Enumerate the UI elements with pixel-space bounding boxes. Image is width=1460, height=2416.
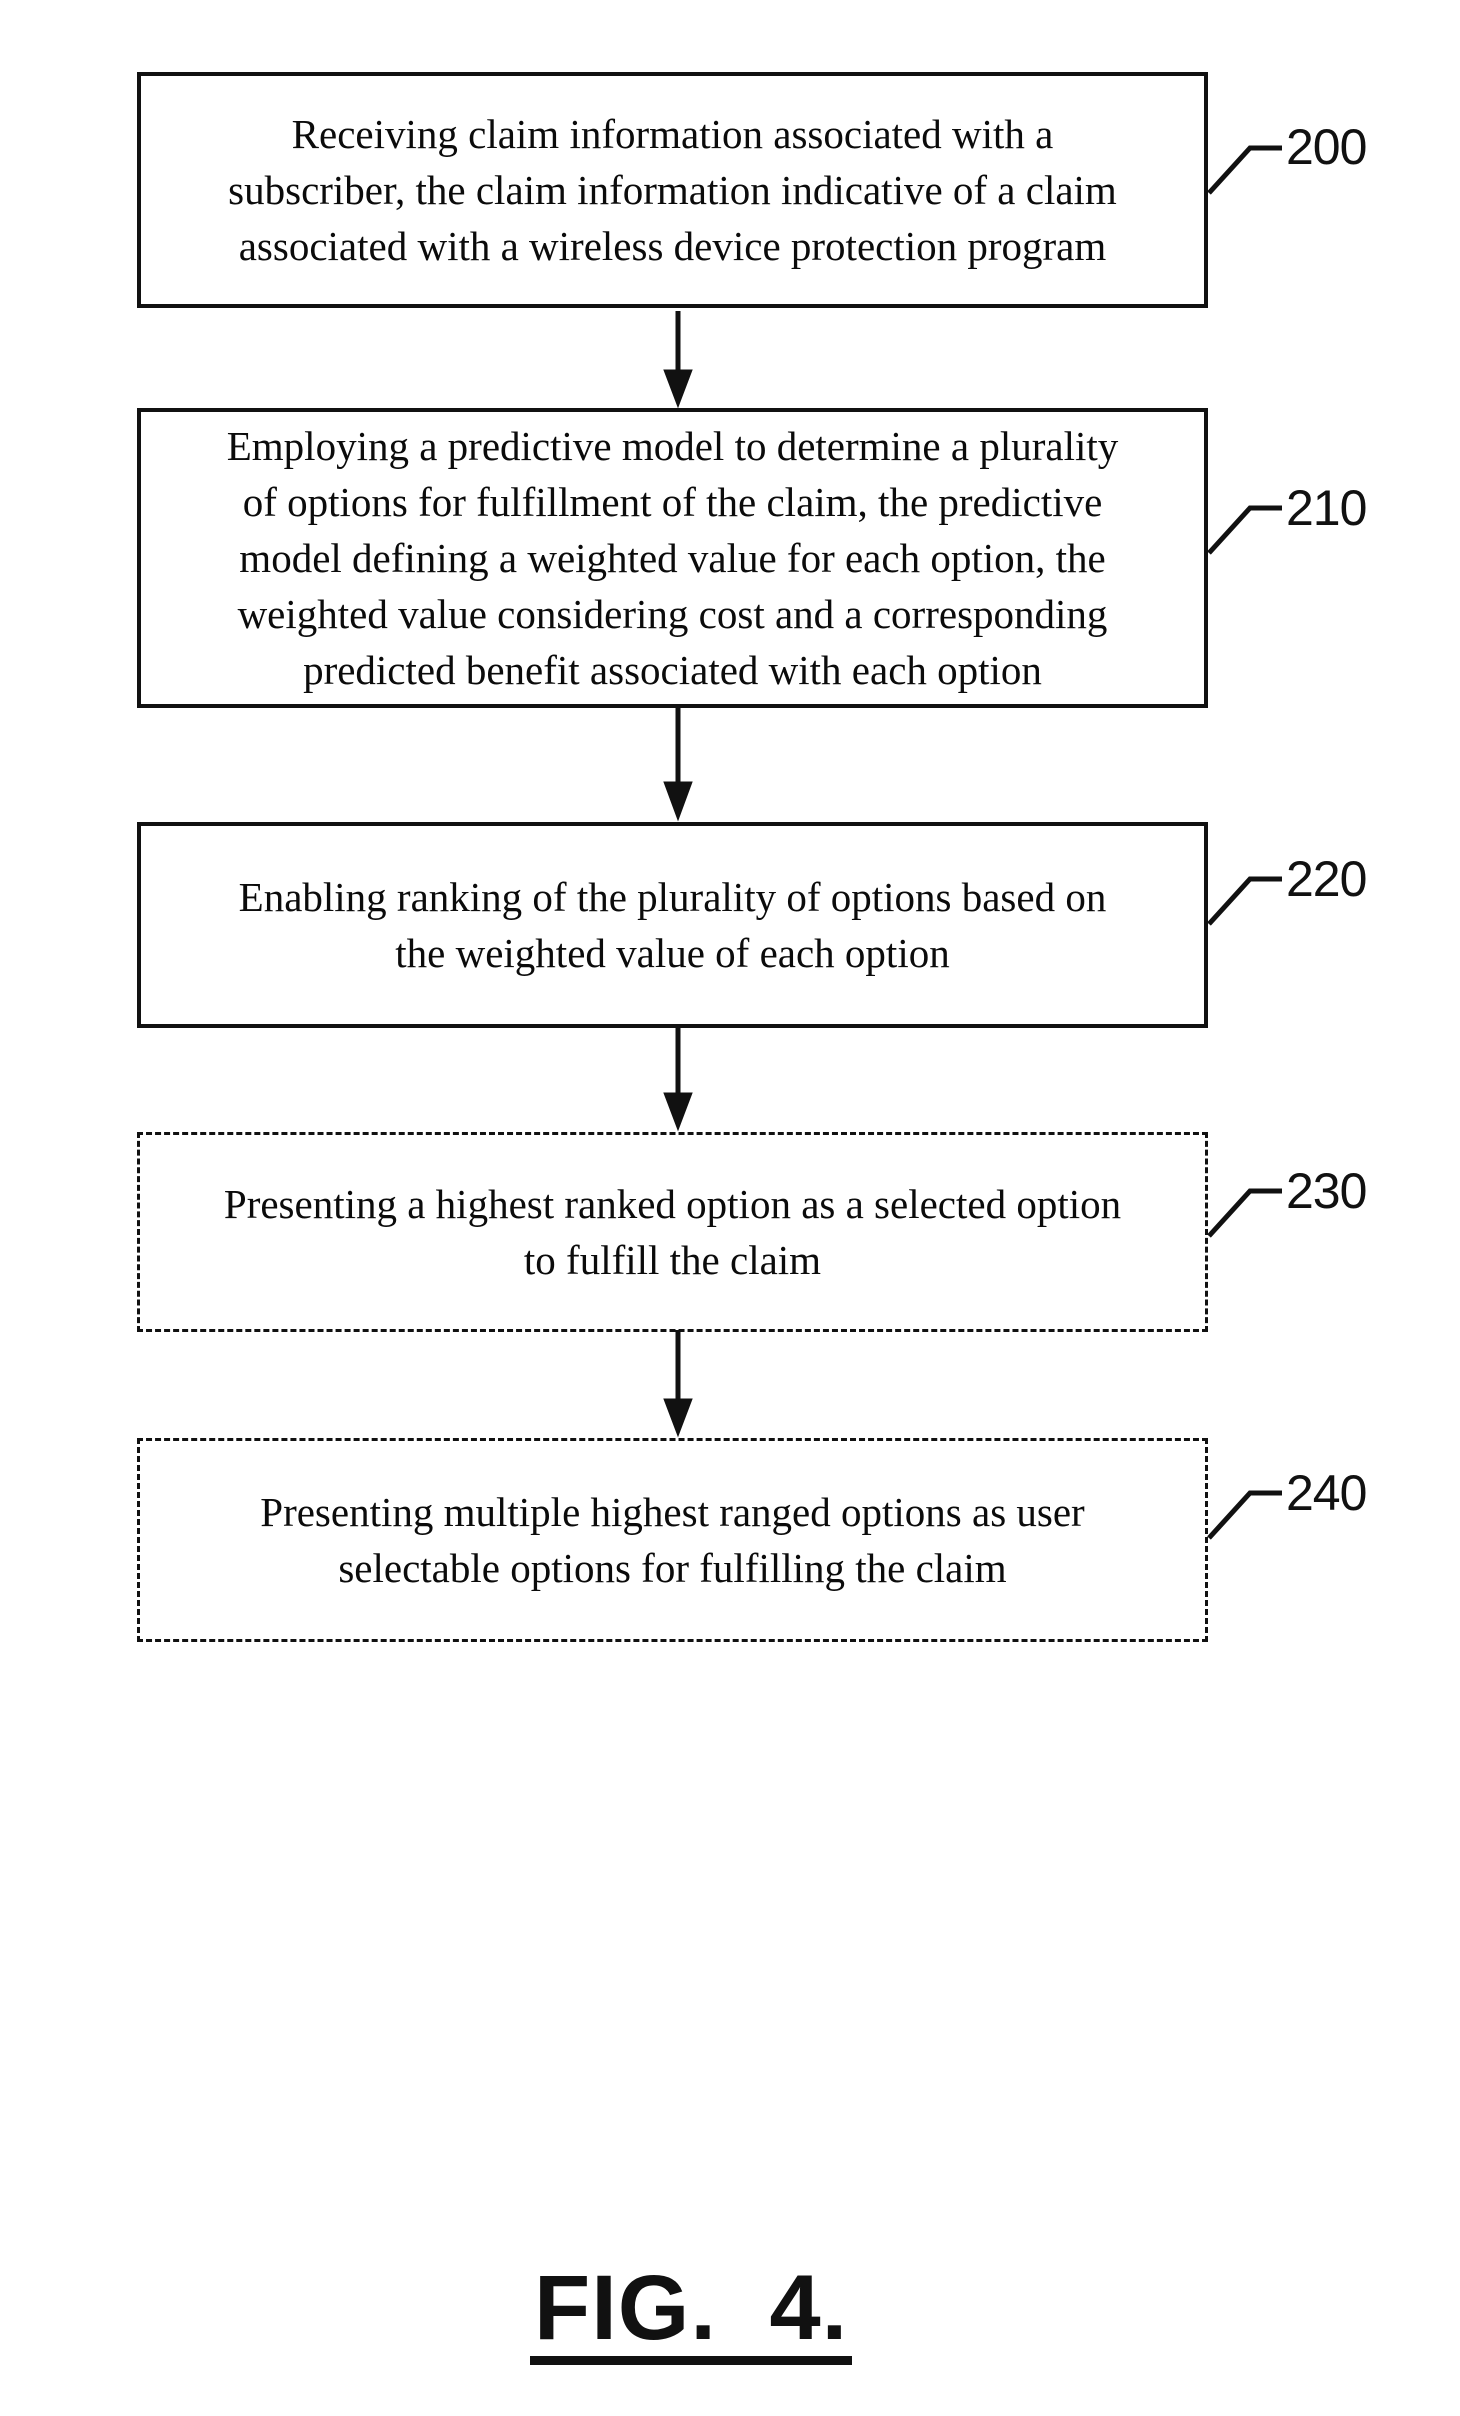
flow-step-210-line-3: model defining a weighted value for each… [239,535,1106,581]
flow-step-220-line-1: Enabling ranking of the plurality of opt… [238,874,1107,920]
flow-step-200-line-1: Receiving claim information associated w… [291,111,1054,157]
flow-step-200: Receiving claim information associated w… [137,72,1208,308]
flow-step-230-line-1: Presenting a highest ranked option as a … [223,1181,1122,1227]
figure-caption: FIG. 4. [530,2262,853,2365]
flow-step-210: Employing a predictive model to determin… [137,408,1208,708]
flow-arrow-230-240 [663,1330,693,1438]
flow-arrow-220-230 [663,1026,693,1132]
flow-step-210-line-1: Employing a predictive model to determin… [226,423,1119,469]
ref-label-200: 200 [1286,119,1367,175]
flow-step-220: Enabling ranking of the plurality of opt… [137,822,1208,1028]
flow-step-220-line-2: the weighted value of each option [395,930,950,976]
flow-step-240-line-2: selectable options for fulfilling the cl… [338,1545,1007,1591]
leader-line-230 [1207,1188,1282,1238]
arrow-head [663,781,693,822]
flow-arrow-200-210 [663,311,693,409]
flow-step-230-line-2: to fulfill the claim [523,1237,822,1283]
flow-step-240-line-1: Presenting multiple highest ranged optio… [260,1489,1085,1535]
ref-label-230: 230 [1286,1163,1367,1219]
leader-line-240 [1207,1490,1282,1540]
flow-step-210-line-4: weighted value considering cost and a co… [237,591,1108,637]
flow-step-210-line-5: predicted benefit associated with each o… [303,647,1042,693]
leader-line-220 [1207,876,1282,926]
arrow-head [663,1092,693,1132]
flow-step-240: Presenting multiple highest ranged optio… [137,1438,1208,1642]
arrow-head [663,369,693,409]
flow-step-230: Presenting a highest ranked option as a … [137,1132,1208,1332]
flow-step-210-line-2: of options for fulfillment of the claim,… [242,479,1103,525]
flow-step-200-line-3: associated with a wireless device protec… [238,223,1107,269]
ref-label-210: 210 [1286,480,1367,536]
flow-arrow-210-220 [663,706,693,822]
ref-label-240: 240 [1286,1465,1367,1521]
leader-line-200 [1207,145,1282,195]
ref-label-220: 220 [1286,851,1367,907]
arrow-head [663,1398,693,1438]
flow-step-200-line-2: subscriber, the claim information indica… [228,167,1117,213]
leader-line-210 [1207,505,1282,555]
